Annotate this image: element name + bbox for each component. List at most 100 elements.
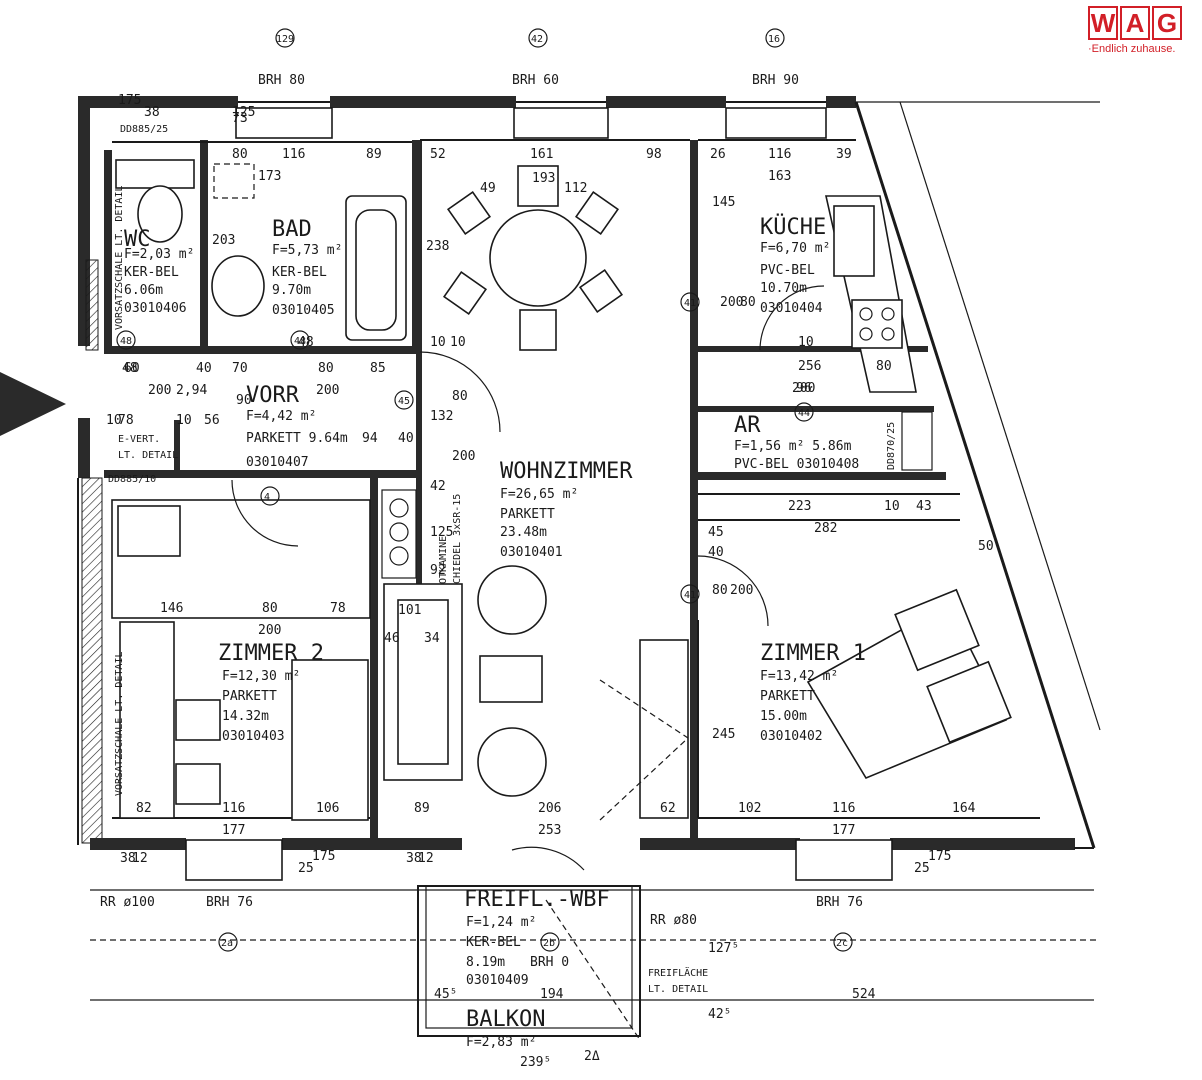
brh-label-bottom-left: BRH 76	[206, 895, 253, 910]
dimension-label: 26	[710, 147, 726, 162]
dimension-label: 163	[768, 169, 791, 184]
dimension-label: 38	[144, 105, 160, 120]
dimension-label: 194	[540, 987, 564, 1002]
wohnzimmer-floor: PARKETT	[500, 507, 555, 522]
room-zimmer2: ZIMMER 2 F=12,30 m² PARKETT 14.32m 03010…	[111, 479, 371, 821]
wc-floor: KER-BEL	[124, 265, 179, 280]
e-vert-label: E-VERT.	[118, 434, 160, 445]
grid-label-top-3: 16	[768, 34, 780, 45]
kueche-code: 03010404	[760, 301, 823, 316]
dimension-label: 43	[916, 499, 932, 514]
dimension-label: 200	[316, 383, 339, 398]
dimension-label: 89	[414, 801, 430, 816]
dimension-label: 39	[836, 147, 852, 162]
door-marker-label: 45	[398, 396, 410, 407]
door-marker-circle	[260, 486, 280, 506]
dimension-label: 52	[430, 147, 446, 162]
dimension-label: 42⁵	[708, 1007, 731, 1022]
door-marker-circle	[680, 292, 700, 312]
rr-label-right: RR ø80	[650, 913, 697, 928]
vorr-area: F=4,42 m²	[246, 409, 316, 424]
dimension-label: 25	[914, 861, 930, 876]
door-marker-circle	[290, 330, 310, 350]
dimension-label: 10	[106, 413, 122, 428]
dimension-label: 173	[258, 169, 281, 184]
dimension-label: 73	[232, 111, 248, 126]
dimension-label: 38	[120, 851, 136, 866]
dimension-label: 145	[712, 195, 735, 210]
room-ar: AR F=1,56 m² 5.86m PVC-BEL 03010408 DD87…	[734, 411, 933, 472]
kueche-floor: PVC-BEL	[760, 263, 815, 278]
dimension-label: 132	[430, 409, 453, 424]
dimension-label: 116	[222, 801, 245, 816]
zimmer2-code: 03010403	[222, 729, 285, 744]
dimension-label: 125	[232, 105, 255, 120]
wag-logo: W A G ·Endlich zuhause.	[1088, 6, 1196, 55]
door-marker-label: 44	[798, 408, 810, 419]
dimension-label: 80	[740, 295, 756, 310]
dimension-label: 2Δ	[584, 1049, 600, 1064]
dimension-label: 78	[330, 601, 346, 616]
door-marker-circle	[116, 330, 136, 350]
dimension-label: 85	[370, 361, 386, 376]
door-marker-circle	[394, 390, 414, 410]
grid-label-top-1: 129	[276, 34, 294, 45]
kueche-perimeter: 10.70m	[760, 281, 807, 296]
freifl-name: FREIFL.-WBF	[464, 887, 610, 912]
dimension-label: 175	[118, 93, 141, 108]
lt-detail-vorr-label: LT. DETAIL	[118, 450, 178, 461]
dimension-label: 10	[798, 335, 814, 350]
wohnzimmer-area: F=26,65 m²	[500, 487, 578, 502]
dobb-vorr-label: DD885/10	[108, 474, 156, 485]
freifl-area: F=1,24 m²	[466, 915, 536, 930]
dimension-label: 38	[406, 851, 422, 866]
dimension-label: 101	[398, 603, 421, 618]
dimension-label: 10	[176, 413, 192, 428]
dimension-label: 10	[884, 499, 900, 514]
dimension-label: 80	[876, 359, 892, 374]
dimension-label: 116	[282, 147, 305, 162]
dimension-label: 40	[398, 431, 414, 446]
dimension-label: 90	[236, 393, 252, 408]
brh-label-bottom-right: BRH 76	[816, 895, 863, 910]
dimension-label: 200	[730, 583, 753, 598]
dimension-label: 239⁵	[520, 1055, 551, 1070]
dimension-label: 161	[530, 147, 553, 162]
wohnzimmer-perimeter: 23.48m	[500, 525, 547, 540]
brh-label-top-left: BRH 80	[258, 73, 305, 88]
vorr-floor-perimeter: PARKETT 9.64m	[246, 431, 348, 446]
door-marker-label: 41	[684, 298, 696, 309]
dimension-label: 2,94	[176, 383, 207, 398]
dimension-label: 127⁵	[708, 941, 739, 956]
dimension-label: 175	[312, 849, 335, 864]
dimension-label: 48	[122, 361, 138, 376]
dimension-label: 80	[232, 147, 248, 162]
door-marker-label: 41	[684, 590, 696, 601]
grid-label-bottom-2: 2b	[543, 938, 555, 949]
wc-code: 03010406	[124, 301, 187, 316]
dimension-label: 282	[814, 521, 837, 536]
bad-name: BAD	[272, 217, 312, 242]
wohnzimmer-code: 03010401	[500, 545, 563, 560]
dobb-wc-label: DD885/25	[120, 124, 168, 135]
dimension-label: 98	[646, 147, 662, 162]
dimension-label: 94	[362, 431, 378, 446]
bad-perimeter: 9.70m	[272, 283, 311, 298]
ar-area: F=1,56 m² 5.86m	[734, 439, 852, 454]
bad-floor: KER-BEL	[272, 265, 327, 280]
dimension-label: 40	[196, 361, 212, 376]
wc-name: WC	[124, 227, 151, 252]
dimension-label: 146	[160, 601, 183, 616]
zimmer2-area: F=12,30 m²	[222, 669, 300, 684]
vorr-name: VORR	[246, 383, 300, 408]
freifl-perimeter: 8.19m	[466, 955, 505, 970]
ar-floor-code: PVC-BEL 03010408	[734, 457, 859, 472]
dimension-label: 256	[798, 359, 821, 374]
dimension-label: 45	[708, 525, 724, 540]
dimension-label: 50	[978, 539, 994, 554]
grid-label-bottom-3: 2c	[836, 938, 848, 949]
